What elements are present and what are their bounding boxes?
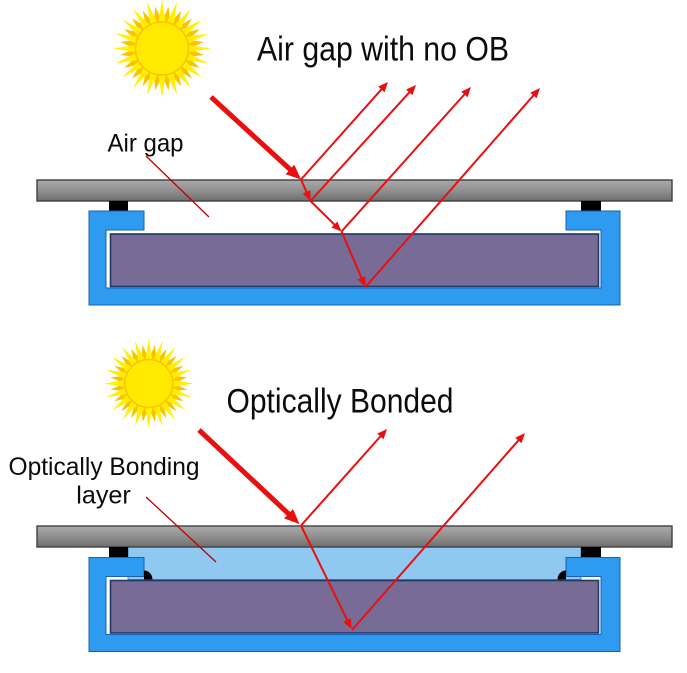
svg-text:Optically Bonded: Optically Bonded [227,383,454,421]
svg-text:layer: layer [76,482,131,510]
svg-text:Air gap: Air gap [108,130,184,158]
svg-text:Air gap with no OB: Air gap with no OB [257,31,509,69]
svg-text:Optically Bonding: Optically Bonding [9,453,200,481]
